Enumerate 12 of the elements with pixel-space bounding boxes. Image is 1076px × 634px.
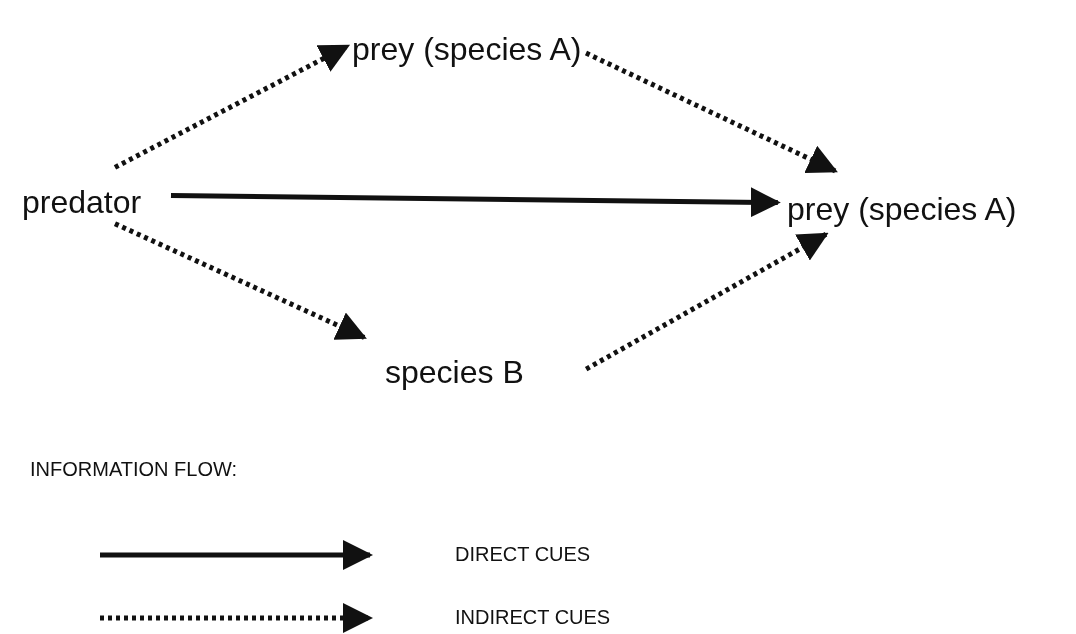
node-label: prey (species A)	[352, 32, 582, 68]
node-label: species B	[385, 355, 524, 391]
arrow	[113, 43, 351, 170]
node-label: predator	[22, 185, 142, 221]
legend-heading: INFORMATION FLOW:	[30, 458, 238, 481]
node-label: prey (species A)	[787, 192, 1017, 228]
legend-label: INDIRECT CUES	[455, 606, 611, 629]
arrow	[170, 187, 781, 218]
arrow	[113, 221, 367, 340]
legend-label: DIRECT CUES	[455, 543, 591, 566]
arrow	[584, 50, 838, 174]
arrow	[584, 232, 829, 372]
